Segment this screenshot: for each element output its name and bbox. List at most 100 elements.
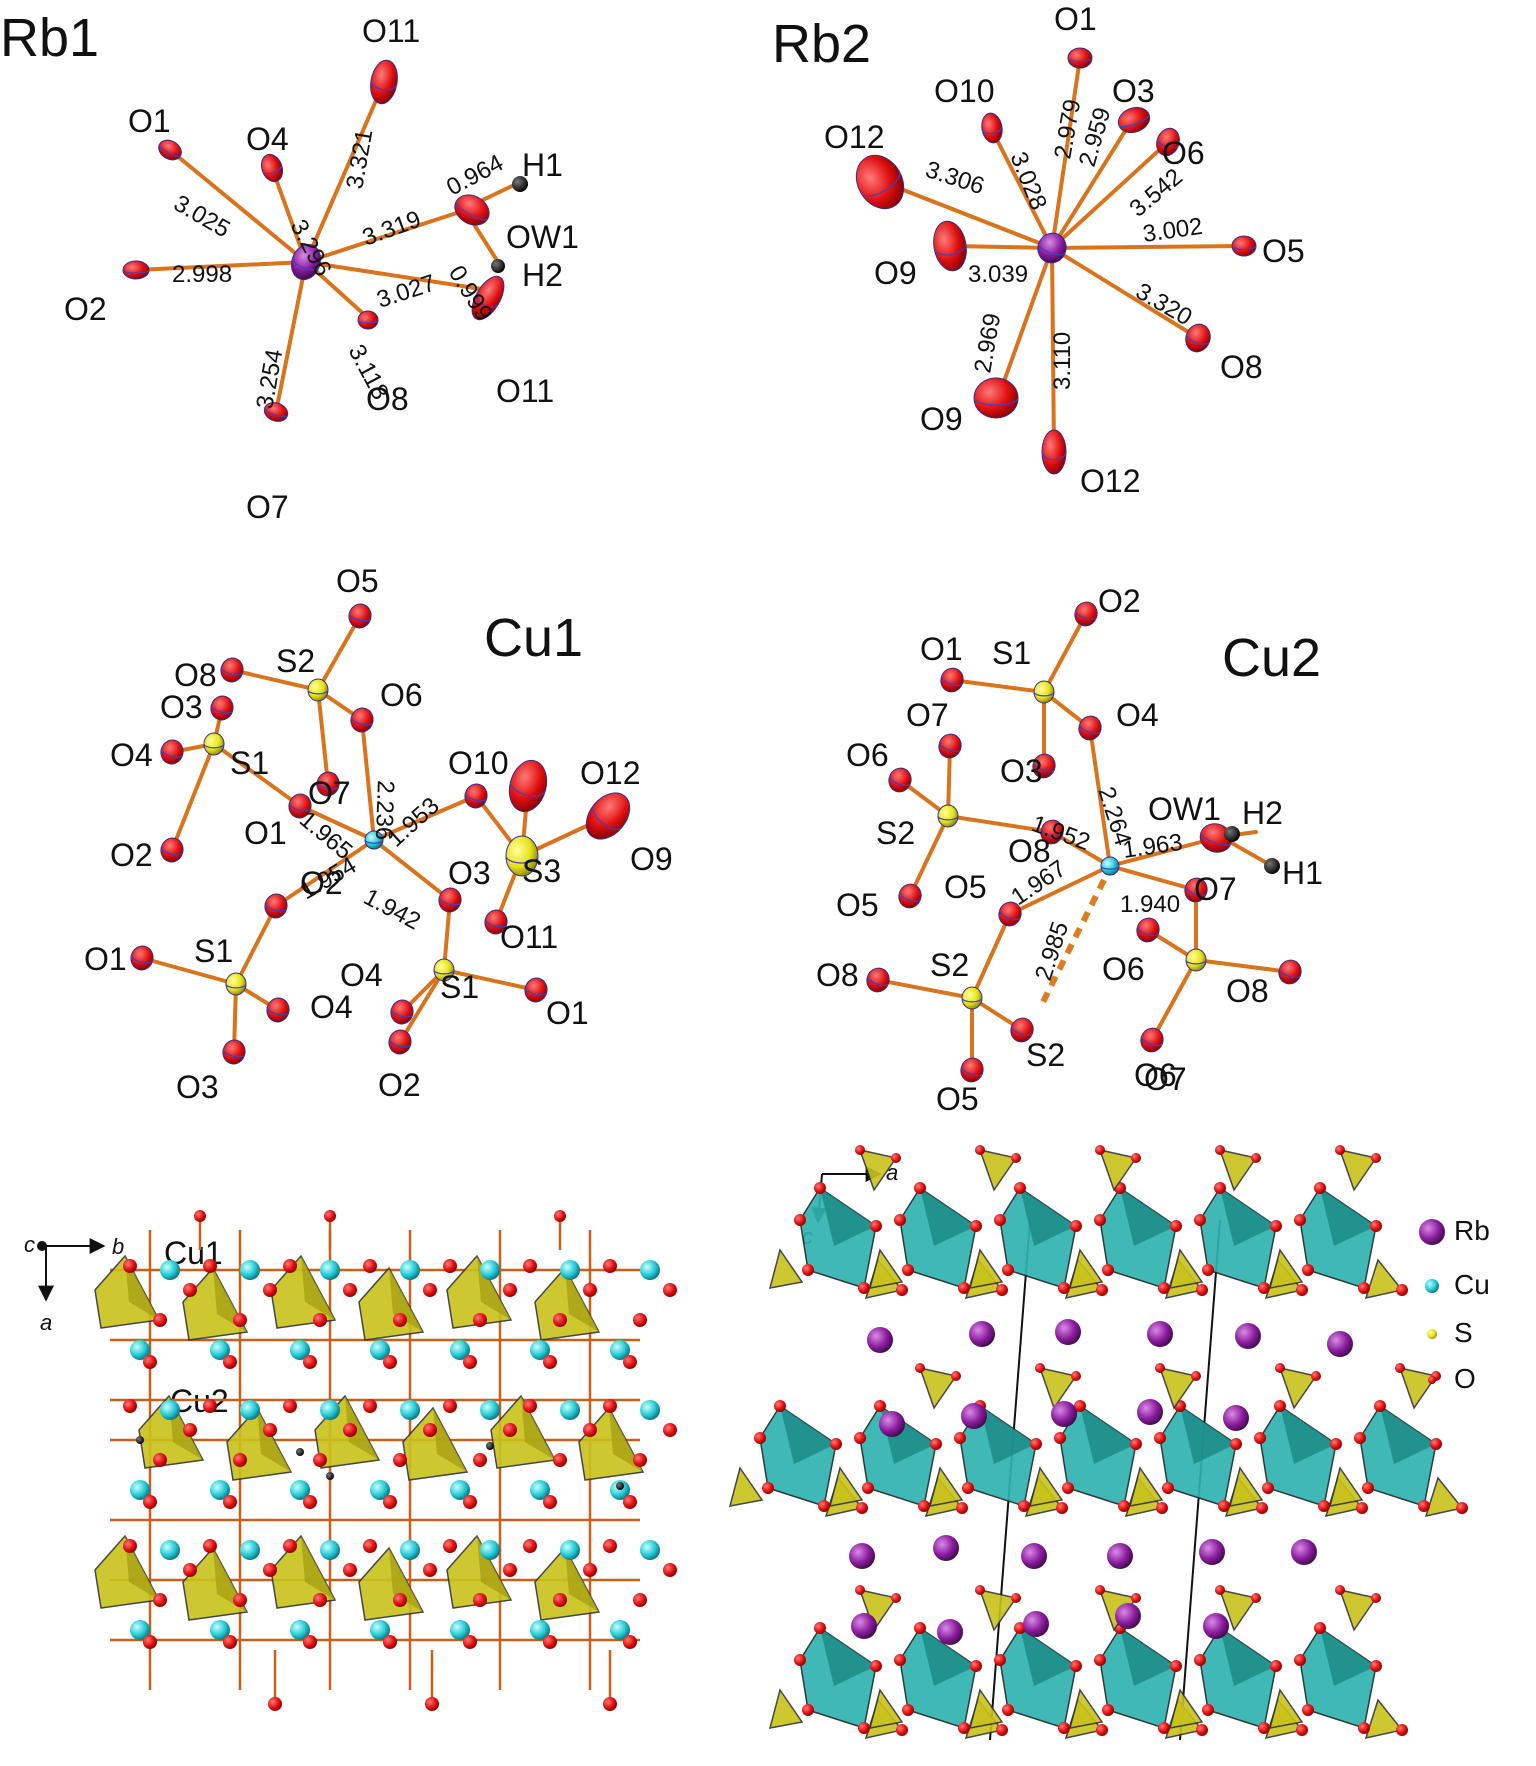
cu1-bond-24 — [398, 968, 446, 1044]
o-atom — [443, 1539, 457, 1553]
cu-atom — [530, 1620, 550, 1640]
o-atom — [123, 1259, 137, 1273]
rb1-atom-label: O11 — [496, 373, 554, 409]
rb2-bond-label: 3.306 — [922, 156, 987, 200]
rb-atom — [1203, 1613, 1229, 1639]
o-atom — [902, 1704, 914, 1716]
o-atom — [1056, 1502, 1068, 1514]
cu2-atom-label: O8 — [1226, 973, 1269, 1009]
o-atom — [1058, 1282, 1070, 1294]
o-atom — [858, 1722, 870, 1734]
o-atom — [794, 1654, 806, 1666]
cu1-atom-o2b-axis — [264, 903, 288, 912]
cu1-atom-o1a-axis — [288, 803, 312, 812]
o-atom — [1095, 1145, 1105, 1155]
o-atom — [1058, 1722, 1070, 1734]
rb1-atom-o11-top-axis — [370, 79, 398, 91]
o-atom — [1270, 1660, 1282, 1672]
cu2-atom-o6b-body — [1136, 917, 1160, 943]
rb2-atom-label: O8 — [1220, 349, 1263, 385]
o-atom — [896, 1284, 908, 1296]
o-atom — [473, 1313, 487, 1327]
rb2-atom-label: O9 — [874, 255, 917, 291]
o-atom — [1118, 1500, 1130, 1512]
cu1-atom-o9-axis — [592, 804, 623, 831]
cu-atom — [480, 1260, 500, 1280]
rb2-atom-o9-low — [973, 377, 1019, 419]
rb1-bond-3 — [304, 206, 474, 264]
o-atom — [1202, 1704, 1214, 1716]
rb2-atom-o12-left — [855, 154, 905, 210]
cu1-bond-6 — [170, 742, 216, 852]
cu2-atom-cu2-axis — [1100, 865, 1120, 870]
o-atom — [1214, 1182, 1226, 1194]
cu2-atom-o5a — [898, 883, 922, 909]
rb-atom — [1327, 1331, 1353, 1357]
so4-tetrahedron — [928, 1466, 964, 1507]
rb1-atom-rb1-axis — [292, 257, 320, 271]
o-atom — [1330, 1438, 1342, 1450]
o-atom — [1374, 1400, 1386, 1412]
cu-atom — [320, 1540, 340, 1560]
cu1-atom-o6-axis — [350, 717, 374, 726]
o-atom — [874, 1400, 886, 1412]
rb2-atom-o12-low-body — [1041, 429, 1067, 475]
so4-shade — [301, 1536, 335, 1600]
rb2-atom-o10-body — [981, 112, 1003, 144]
rb2-atom-label: O5 — [1262, 233, 1305, 269]
cu2-bond-0 — [1042, 612, 1088, 694]
panel-title-cu1: Cu1 — [484, 608, 583, 668]
cu2-bond-6 — [946, 814, 1054, 834]
cuo6-shade — [1020, 1628, 1076, 1686]
o-atom — [970, 1660, 982, 1672]
cu2-atom-o4 — [1078, 715, 1102, 741]
o-atom — [554, 1210, 566, 1222]
cu2-atom-label: O7 — [1144, 1061, 1187, 1097]
so4-tetrahedron — [1338, 1588, 1378, 1632]
so4-tetrahedron — [978, 1148, 1018, 1192]
rb1-atom-o4-axis — [262, 164, 283, 175]
cu2-atom-label: S2 — [876, 815, 915, 851]
cu2-atom-o3-axis — [1033, 762, 1055, 773]
o-atom — [463, 1495, 477, 1509]
cu1-atom-label: O3 — [160, 689, 203, 725]
rb1-bond-label: 3.254 — [251, 347, 288, 411]
cu2-atom-label: O8 — [816, 957, 859, 993]
rb2-bond-0 — [1050, 56, 1082, 250]
o-atom — [473, 1453, 487, 1467]
cu1-atom-label: O2 — [300, 865, 343, 901]
cu-atom — [160, 1260, 180, 1280]
rb2-atom-o5-axis — [1231, 245, 1257, 251]
o-atom — [1395, 1363, 1405, 1373]
o-atom — [854, 1432, 866, 1444]
o-atom — [830, 1438, 842, 1450]
cu1-atom-s-0-axis — [307, 689, 329, 695]
rb2-atom-label: O3 — [1112, 73, 1155, 109]
o-atom — [303, 1495, 317, 1509]
rb1-bond-label: 3.118 — [343, 340, 394, 404]
cu2-atom-h2 — [1224, 826, 1240, 842]
cu1-bond-10 — [372, 794, 478, 842]
cu-atom — [530, 1480, 550, 1500]
o-atom — [1294, 1214, 1306, 1226]
o-atom — [1170, 1220, 1182, 1232]
rb2-atom-o9-left-body — [933, 220, 967, 272]
o-atom — [283, 1399, 297, 1413]
cu1-atom-s3-axis — [505, 855, 539, 864]
rb2-atom-rb2-axis — [1038, 243, 1066, 256]
cu1-atom-o11 — [484, 909, 508, 935]
o-atom — [583, 1283, 597, 1297]
so4-tetrahedron — [858, 1148, 898, 1192]
o-atom — [1215, 1585, 1225, 1595]
cu2-atom-s-3 — [1185, 948, 1207, 972]
o-atom — [994, 1654, 1006, 1666]
rb2-atom-label: O9 — [920, 401, 963, 437]
cu2-atom-o2-body — [1074, 601, 1098, 627]
cu1-atom-o1c-axis — [524, 987, 548, 996]
o-atom — [153, 1593, 167, 1607]
cu-atom — [240, 1540, 260, 1560]
so4-tetrahedron — [1218, 1588, 1258, 1632]
cu1-atom-o12-axis — [509, 781, 546, 797]
o-atom — [123, 1399, 137, 1413]
cu1-atom-label: O5 — [336, 563, 379, 599]
